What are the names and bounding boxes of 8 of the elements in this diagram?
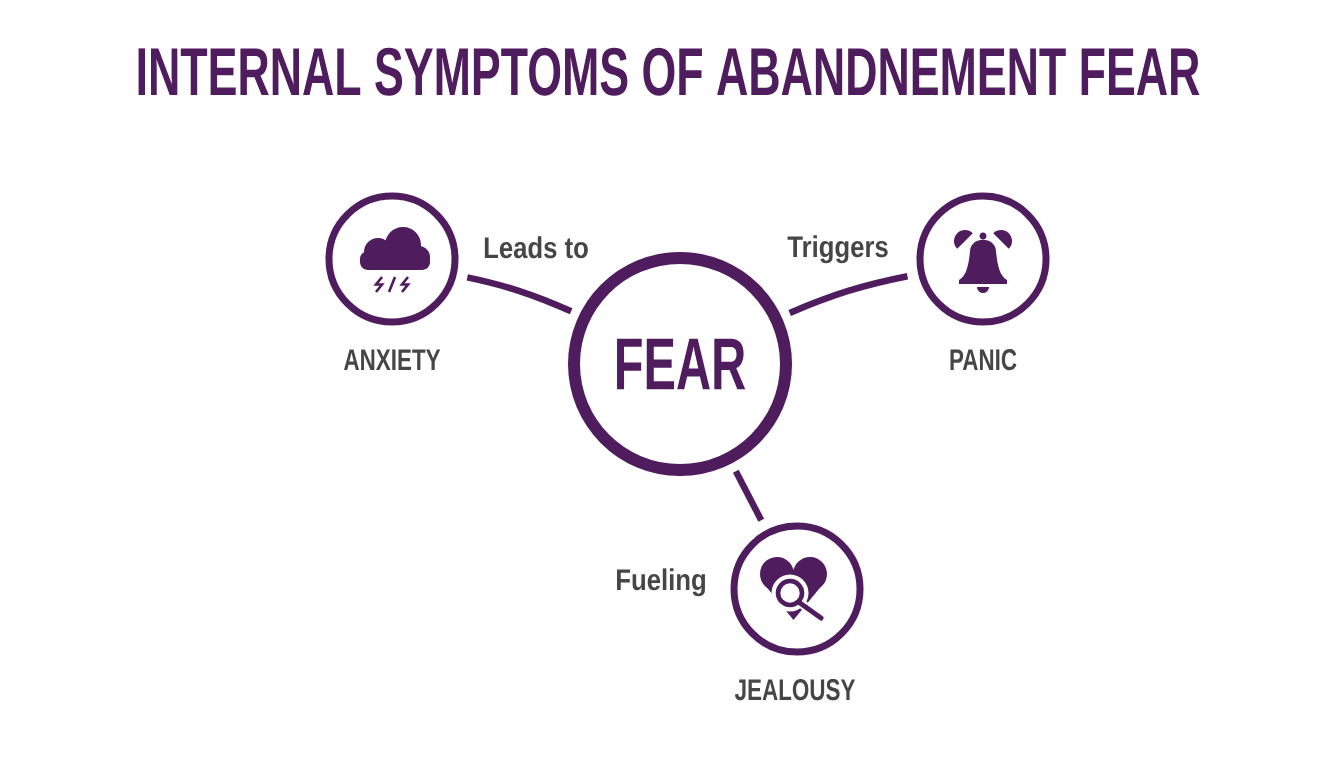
connector-line (732, 469, 765, 522)
title: INTERNAL SYMPTOMS OF ABANDNEMENT FEAR (138, 47, 1200, 96)
edge-label: Fueling (617, 568, 705, 597)
symptom-label: PANIC (950, 349, 1017, 371)
connector-line (788, 273, 909, 316)
connector-line (466, 274, 573, 315)
symptom-label: JEALOUSY (734, 679, 856, 701)
symptom-label: ANXIETY (344, 349, 441, 370)
